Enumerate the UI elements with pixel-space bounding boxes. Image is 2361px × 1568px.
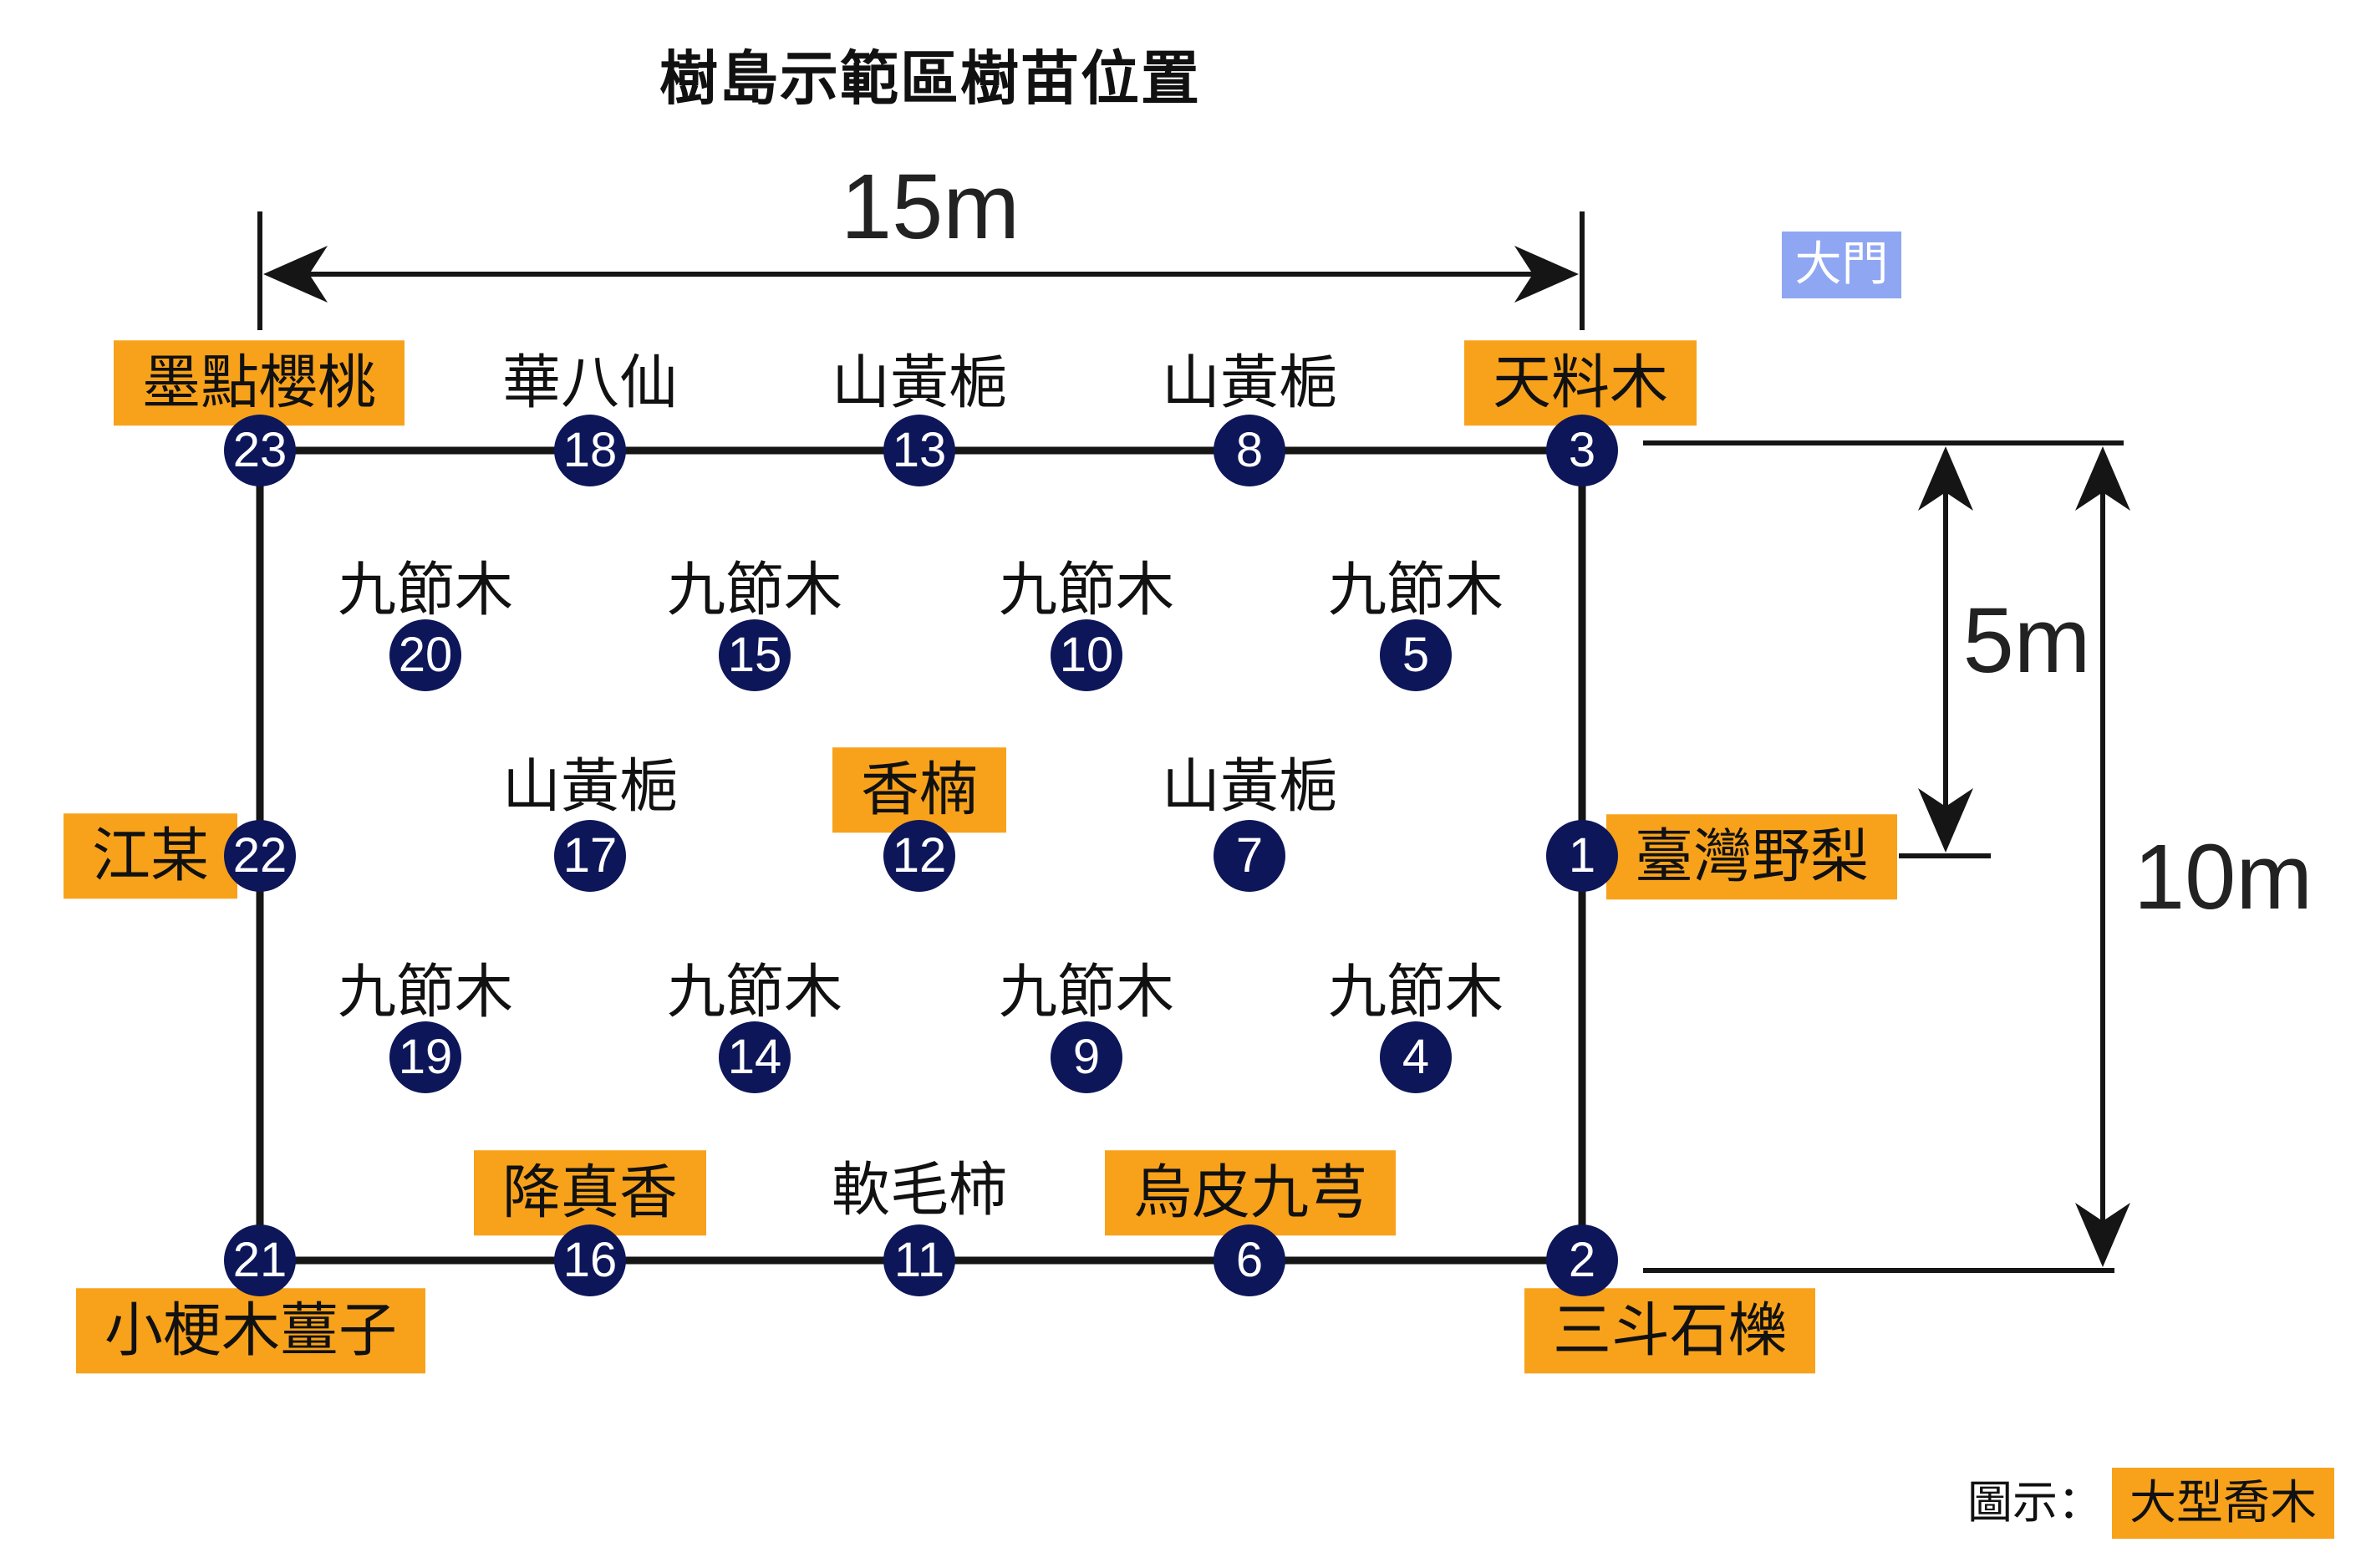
tree-node: 19 xyxy=(389,1021,461,1093)
tree-node: 23 xyxy=(224,415,296,486)
tree-number: 8 xyxy=(1235,423,1264,477)
tree-number: 1 xyxy=(1568,828,1596,883)
tree-number: 16 xyxy=(562,1233,618,1287)
arrow-right-icon xyxy=(1514,246,1579,303)
tree-label: 九節木 xyxy=(1328,957,1504,1026)
tree-label: 九節木 xyxy=(667,957,842,1026)
tree-number: 14 xyxy=(727,1030,782,1084)
tree-node: 14 xyxy=(719,1021,791,1093)
arrow-left-icon xyxy=(263,246,328,303)
tree-number: 18 xyxy=(562,423,618,477)
tree-node: 4 xyxy=(1380,1021,1452,1093)
tree-node: 21 xyxy=(224,1224,296,1296)
tree-number: 21 xyxy=(232,1233,287,1287)
half-depth-dimension-label: 5m xyxy=(1962,589,2091,692)
tree-label: 山黃梔 xyxy=(1162,751,1337,821)
arrow-up-icon xyxy=(2075,446,2130,511)
tree-node: 12 xyxy=(883,820,955,892)
tree-node: 2 xyxy=(1546,1224,1618,1296)
legend-large-tree-swatch: 大型喬木 xyxy=(2112,1468,2334,1539)
legend-prefix: 圖示： xyxy=(1967,1476,2103,1529)
tree-label: 九節木 xyxy=(1328,555,1504,624)
tree-number: 19 xyxy=(398,1030,453,1084)
tree-node: 13 xyxy=(883,415,955,486)
arrow-up-icon xyxy=(1918,446,1973,511)
gate-marker: 大門 xyxy=(1782,232,1901,298)
tree-label: 香楠 xyxy=(832,747,1006,832)
width-dimension-label: 15m xyxy=(841,155,1020,258)
tree-label: 華八仙 xyxy=(502,348,678,417)
tree-node: 3 xyxy=(1546,415,1618,486)
tree-node: 9 xyxy=(1051,1021,1122,1093)
tree-node: 22 xyxy=(224,820,296,892)
tree-label: 九節木 xyxy=(999,555,1174,624)
tree-number: 22 xyxy=(232,828,287,883)
tree-number: 7 xyxy=(1235,828,1264,883)
tree-node: 7 xyxy=(1214,820,1285,892)
tree-node: 18 xyxy=(554,415,626,486)
arrow-down-icon xyxy=(2075,1203,2130,1267)
tree-label: 山黃梔 xyxy=(832,348,1007,417)
tree-node: 5 xyxy=(1380,619,1452,691)
tree-node: 10 xyxy=(1051,619,1122,691)
tree-number: 20 xyxy=(398,628,453,682)
tree-label: 江某 xyxy=(64,813,237,899)
tree-label: 墨點櫻桃 xyxy=(114,340,405,425)
diagram-title: 樹島示範區樹苗位置 xyxy=(659,44,1201,113)
arrow-down-icon xyxy=(1918,788,1973,853)
tree-number: 17 xyxy=(562,828,618,883)
tree-label: 降真香 xyxy=(474,1150,706,1235)
tree-number: 5 xyxy=(1402,628,1430,682)
tree-number: 9 xyxy=(1072,1030,1101,1084)
tree-label: 九節木 xyxy=(338,555,513,624)
tree-label: 九節木 xyxy=(667,555,842,624)
tree-label: 三斗石櫟 xyxy=(1524,1288,1815,1373)
tree-label: 山黃梔 xyxy=(502,751,678,821)
tree-node: 8 xyxy=(1214,415,1285,486)
tree-number: 12 xyxy=(892,828,947,883)
tree-number: 2 xyxy=(1568,1233,1596,1287)
tree-number: 3 xyxy=(1568,423,1596,477)
tree-number: 4 xyxy=(1402,1030,1430,1084)
tree-label: 九節木 xyxy=(999,957,1174,1026)
tree-node: 17 xyxy=(554,820,626,892)
tree-node: 16 xyxy=(554,1224,626,1296)
tree-node: 20 xyxy=(389,619,461,691)
tree-number: 23 xyxy=(232,423,287,477)
tree-number: 15 xyxy=(727,628,782,682)
depth-dimension-label: 10m xyxy=(2134,826,2313,929)
tree-number: 13 xyxy=(892,423,947,477)
tree-number: 6 xyxy=(1235,1233,1264,1287)
tree-number: 11 xyxy=(893,1233,945,1287)
tree-label: 天料木 xyxy=(1464,340,1697,425)
tree-label: 烏皮九芎 xyxy=(1105,1150,1396,1235)
tree-label: 臺灣野梨 xyxy=(1606,814,1897,899)
tree-label: 軟毛柿 xyxy=(832,1155,1007,1224)
tree-label: 九節木 xyxy=(338,957,513,1026)
tree-node: 1 xyxy=(1546,820,1618,892)
tree-node: 11 xyxy=(883,1224,955,1296)
tree-label: 小梗木薑子 xyxy=(76,1288,425,1373)
tree-number: 10 xyxy=(1059,628,1114,682)
tree-node: 15 xyxy=(719,619,791,691)
tree-node: 6 xyxy=(1214,1224,1285,1296)
tree-label: 山黃梔 xyxy=(1162,348,1337,417)
